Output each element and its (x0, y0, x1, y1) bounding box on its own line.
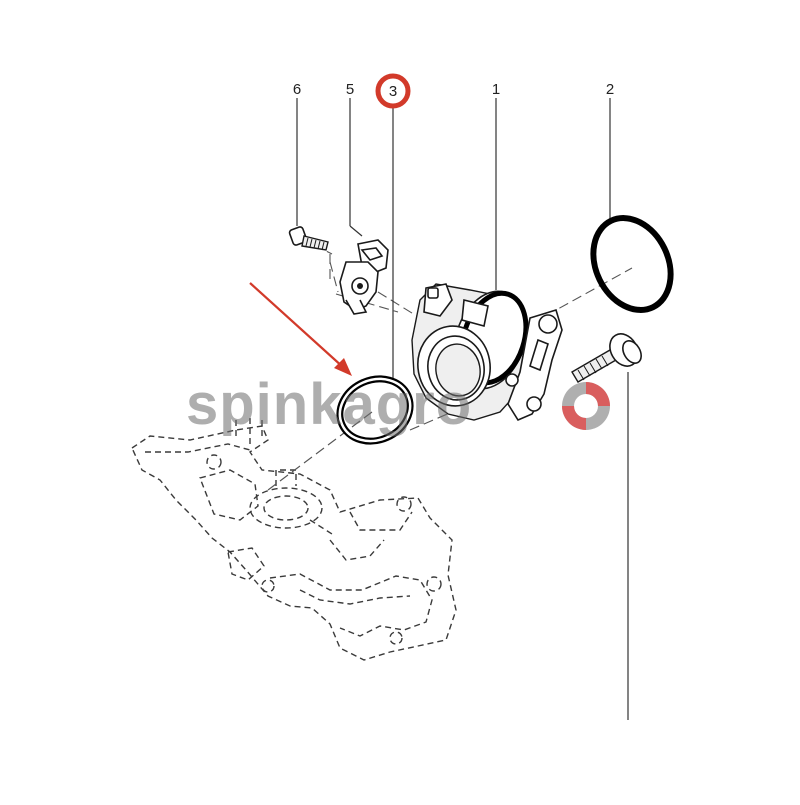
throttle-position-sensor-part-5 (339, 239, 389, 315)
highlight-circle (375, 73, 411, 109)
watermark: spinkagro (186, 372, 610, 437)
watermark-text: spinkagro (186, 372, 472, 437)
leader-lines (296, 98, 629, 720)
callout-3: 3 (389, 83, 397, 100)
bolt-part-4 (571, 333, 642, 383)
o-ring-small-part-3 (336, 375, 414, 445)
callout-2: 2 (606, 81, 614, 98)
o-ring-large-part-2 (590, 215, 674, 313)
screw-part-6 (288, 226, 329, 251)
callout-1: 1 (492, 81, 500, 98)
highlight-arrow (249, 282, 352, 376)
lifebuoy-icon (562, 382, 610, 430)
intake-housing (131, 418, 457, 661)
throttle-body-part-1 (411, 283, 563, 422)
callout-5: 5 (346, 81, 354, 98)
callout-6: 6 (293, 81, 301, 98)
callout-numbers: 6 5 3 1 2 (293, 81, 614, 100)
